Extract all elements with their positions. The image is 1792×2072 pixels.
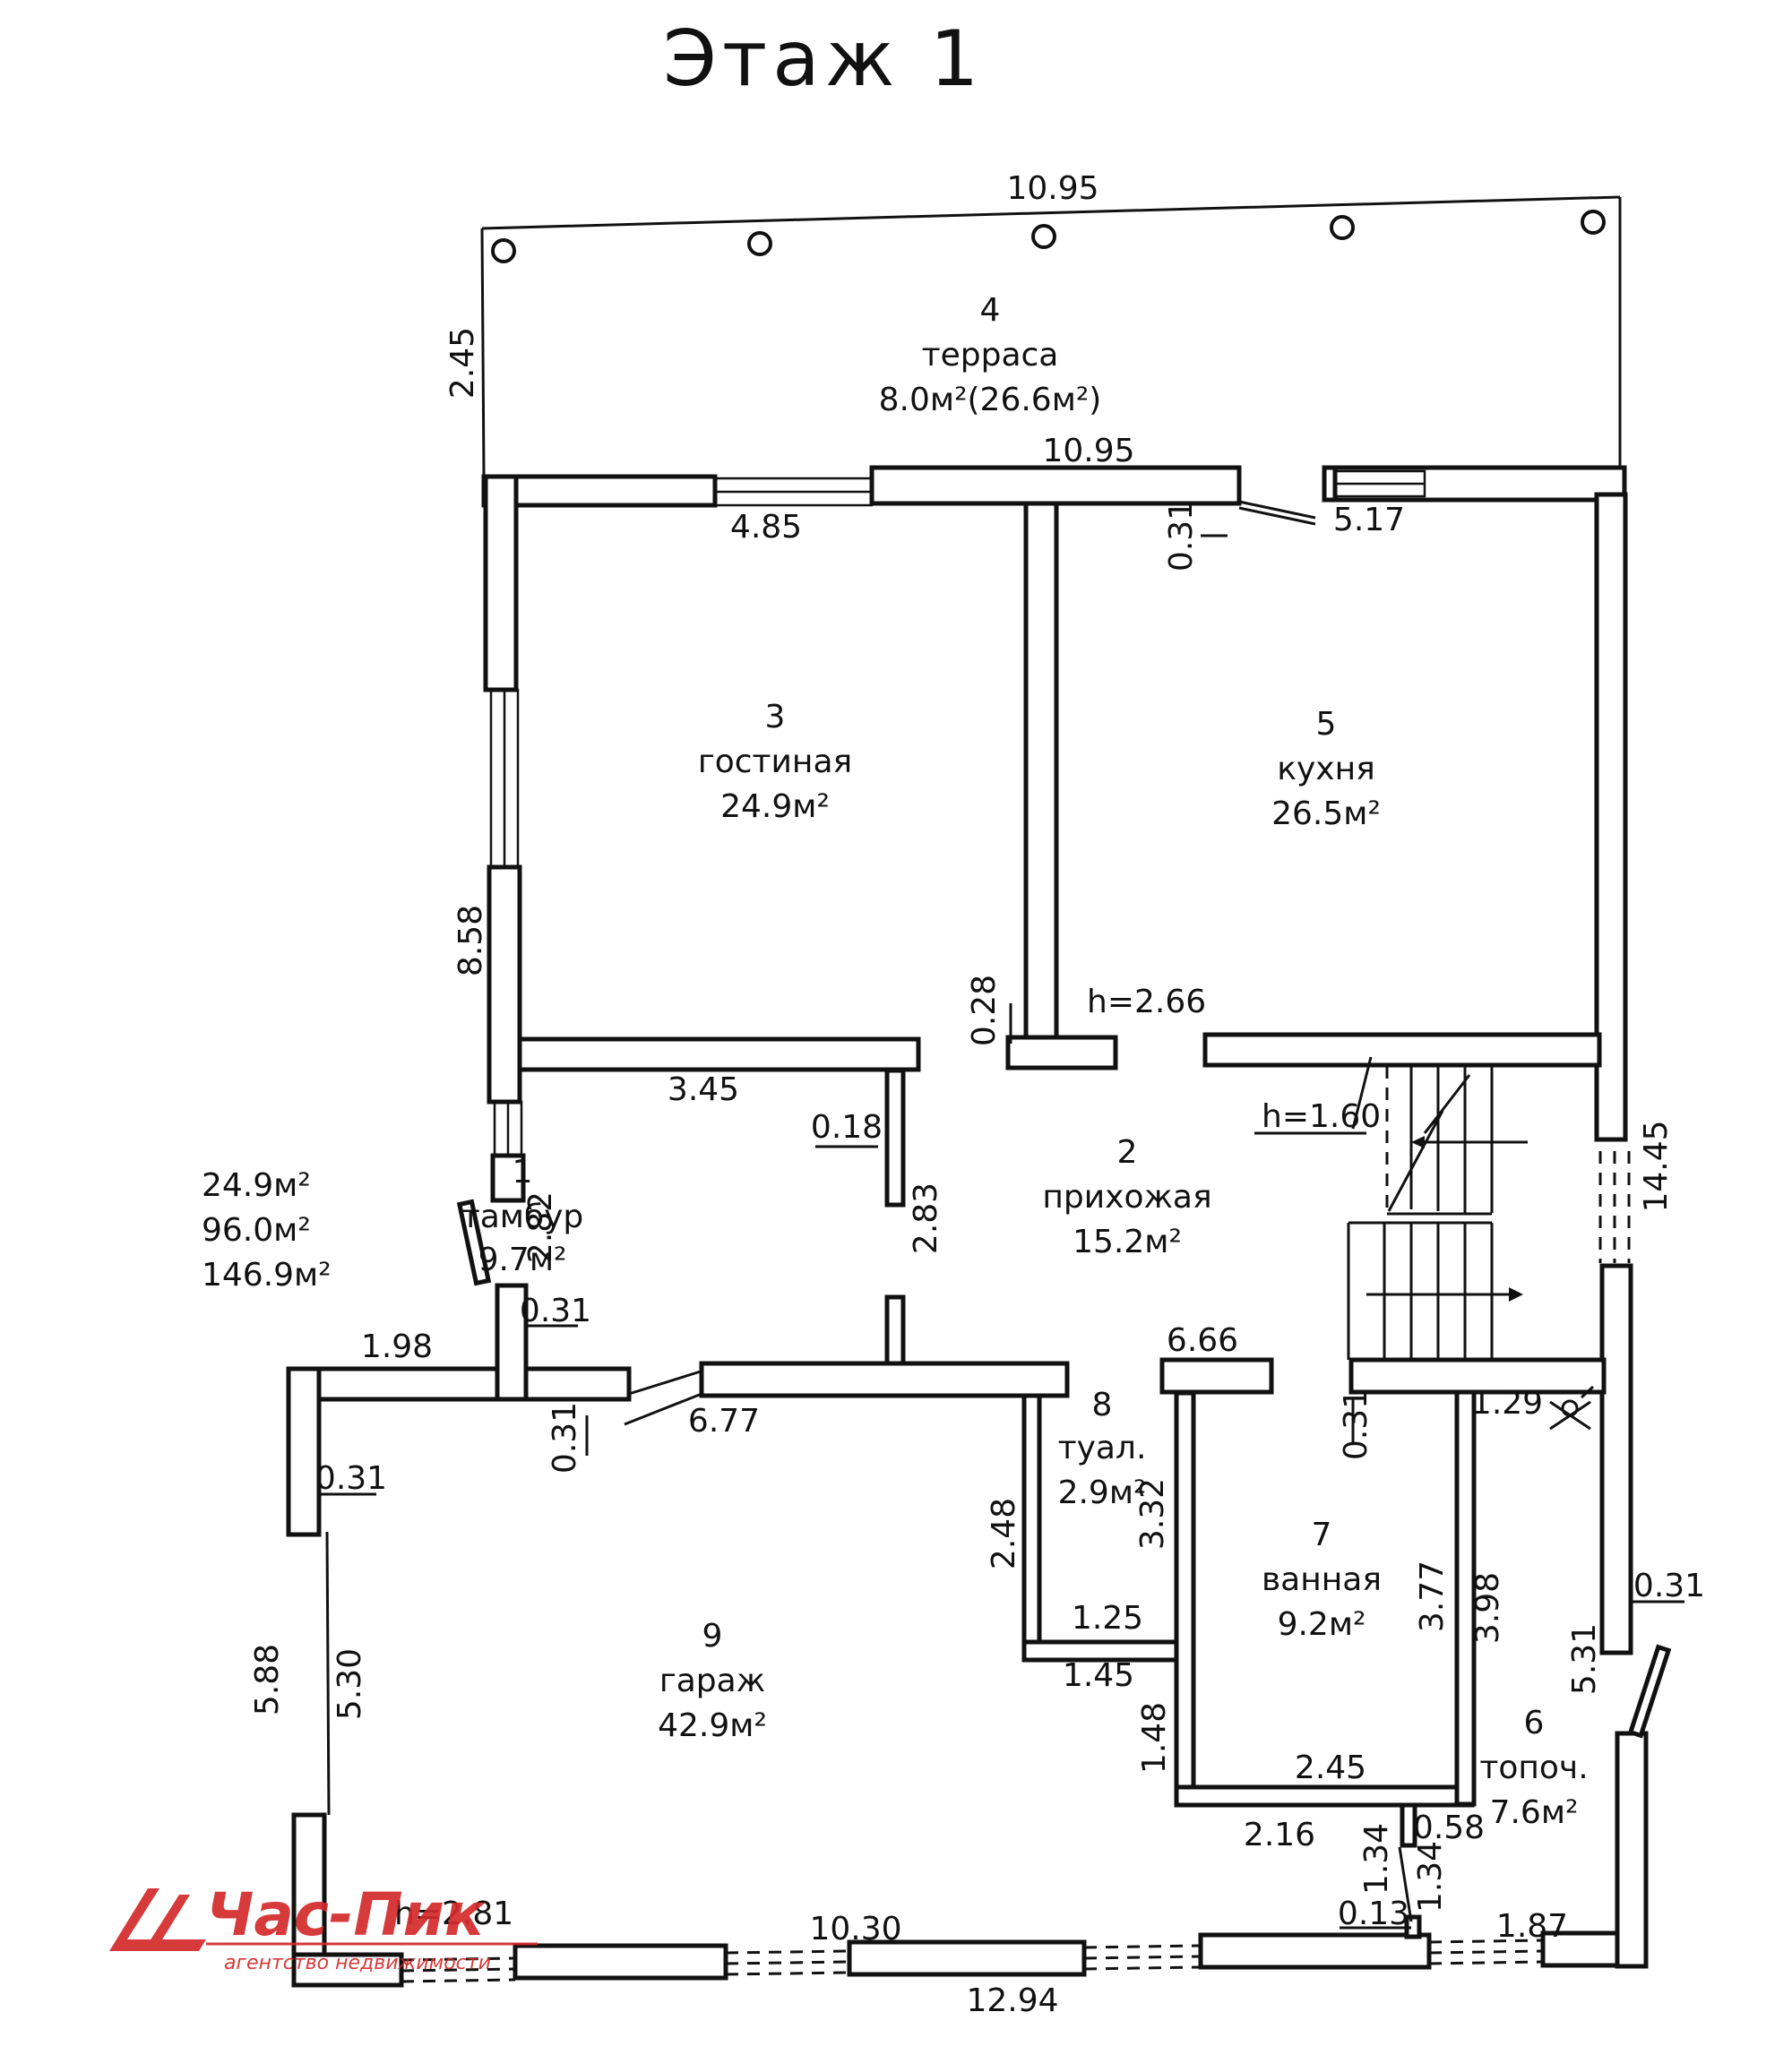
height-garage: h=2.81: [394, 1896, 513, 1932]
dim-bath-top: 6.66: [1167, 1322, 1238, 1359]
logo-tagline: агентство недвижимости: [224, 1952, 491, 1974]
dim-boiler-door: 1.29: [1471, 1385, 1543, 1422]
dim-garage-530: 5.30: [332, 1648, 368, 1720]
room-1-name: тамбур: [461, 1199, 584, 1235]
dim-wall-031-b: 0.31: [547, 1402, 583, 1474]
room-4-name: терраса: [922, 337, 1059, 374]
dim-right-531: 5.31: [1566, 1623, 1603, 1695]
room-3-area: 24.9м²: [720, 788, 830, 825]
dim-bottom-1030: 10.30: [809, 1911, 901, 1947]
terrace-column: [747, 231, 772, 256]
dim-wall-031-a: 0.31: [520, 1293, 591, 1329]
room-9-area: 42.9м²: [658, 1707, 767, 1744]
room-6-name: топоч.: [1479, 1750, 1588, 1786]
room-1-area: 9.7м²: [478, 1242, 567, 1278]
room-3-number: 3: [765, 699, 786, 735]
dim-garage-top: 6.77: [688, 1403, 760, 1440]
dim-right-height: 14.45: [1638, 1120, 1675, 1212]
dim-wc-145: 1.45: [1063, 1657, 1134, 1694]
dim-wall-028: 0.28: [966, 975, 1003, 1046]
agency-logo: Час-Пик агентство недвижимости: [109, 1880, 538, 1974]
room-3-name: гостиная: [698, 744, 852, 780]
windows: [401, 469, 1631, 1983]
dim-kitchen-top: 5.17: [1333, 502, 1405, 538]
dim-living-width: 3.45: [668, 1071, 739, 1108]
dim-terrace-depth: 2.45: [444, 327, 481, 399]
dim-hall-283: 2.83: [908, 1182, 944, 1254]
room-7-number: 7: [1312, 1517, 1332, 1553]
dim-garage-588: 5.88: [249, 1644, 286, 1715]
dim-left-height: 8.58: [452, 905, 489, 976]
dim-bottom-1294: 12.94: [966, 1982, 1058, 2019]
dim-living-window: 4.85: [730, 509, 802, 546]
dim-bath-245: 2.45: [1295, 1750, 1366, 1786]
room-9-name: гараж: [659, 1663, 765, 1699]
room-7-name: ванная: [1262, 1561, 1382, 1598]
dim-wall-031-e: 0.31: [1633, 1568, 1705, 1604]
plan-title: Этаж 1: [663, 14, 984, 104]
room-1-number: 1: [513, 1154, 533, 1191]
total-line-3: 146.9м²: [202, 1257, 332, 1294]
room-8-area: 2.9м²: [1058, 1474, 1147, 1511]
dim-bath-148: 1.48: [1136, 1702, 1173, 1774]
height-main: h=2.66: [1087, 984, 1206, 1020]
dimension-labels: 10.95 10.95 4.85 5.17 3.45 0.18 0.31 1.9…: [315, 170, 1705, 2019]
total-line-1: 24.9м²: [202, 1167, 311, 1204]
dim-wall-031-c: 0.31: [315, 1460, 387, 1497]
room-4-number: 4: [980, 292, 1001, 329]
dim-wc-248: 2.48: [986, 1498, 1022, 1569]
terrace-column: [491, 238, 516, 263]
dim-garage-top-left: 1.98: [361, 1328, 433, 1365]
room-6-area: 7.6м²: [1490, 1794, 1579, 1831]
room-6-number: 6: [1524, 1705, 1545, 1741]
dim-bath-398: 3.98: [1469, 1572, 1506, 1644]
room-2-area: 15.2м²: [1073, 1224, 1182, 1260]
room-2-number: 2: [1117, 1134, 1138, 1171]
dim-wall-031-top: 0.31: [1163, 500, 1200, 572]
room-5-area: 26.5м²: [1271, 795, 1381, 832]
total-line-2: 96.0м²: [202, 1212, 311, 1249]
room-9-number: 9: [702, 1618, 723, 1655]
vertical-dimension-labels: 2.45 0.31 8.58 0.28 2.83 2.82 14.45 0.31…: [249, 327, 1675, 1913]
walls: [286, 465, 1649, 1988]
room-4-area: 8.0м²(26.6м²): [879, 382, 1102, 418]
room-5-name: кухня: [1277, 751, 1375, 787]
doors: [456, 500, 1672, 1739]
room-7-area: 9.2м²: [1278, 1606, 1366, 1643]
height-stair: h=1.60: [1262, 1098, 1381, 1135]
dim-bath-216: 2.16: [1244, 1817, 1315, 1853]
room-2-name: прихожая: [1042, 1179, 1211, 1216]
room-labels: 1 тамбур 9.7м² 2 прихожая 15.2м² 3 гости…: [461, 292, 1589, 1831]
terrace-column: [1330, 215, 1355, 240]
room-8-name: туал.: [1058, 1430, 1147, 1466]
logo-mark-icon: [109, 1888, 206, 1951]
terrace-column: [1031, 224, 1056, 249]
logo-name: Час-Пик: [206, 1880, 487, 1949]
dim-hall-282: 2.82: [522, 1191, 559, 1263]
dim-small-058: 0.58: [1413, 1810, 1485, 1846]
dim-wc-332: 3.32: [1134, 1478, 1171, 1550]
area-totals: 24.9м² 96.0м² 146.9м²: [202, 1167, 332, 1294]
staircase: [1347, 1056, 1528, 1360]
terrace-outline: [480, 195, 1622, 476]
dimension-lines: [321, 534, 1684, 1930]
room-5-number: 5: [1316, 706, 1337, 743]
dim-terrace-bottom: 10.95: [1042, 433, 1134, 469]
dim-wall-018: 0.18: [811, 1109, 883, 1146]
boiler-marker: [1549, 1385, 1595, 1431]
dim-terrace-top: 10.95: [1006, 170, 1098, 207]
dim-small-134-b: 1.34: [1412, 1841, 1449, 1913]
dim-bottom-187: 1.87: [1496, 1908, 1568, 1945]
dim-small-134-a: 1.34: [1358, 1823, 1395, 1895]
dim-wc-125: 1.25: [1072, 1600, 1143, 1637]
dim-small-013: 0.13: [1338, 1896, 1409, 1932]
room-8-number: 8: [1092, 1387, 1113, 1423]
dim-bath-377: 3.77: [1414, 1560, 1451, 1632]
terrace-column: [1581, 210, 1606, 235]
dim-wall-031-d: 0.31: [1338, 1388, 1374, 1460]
